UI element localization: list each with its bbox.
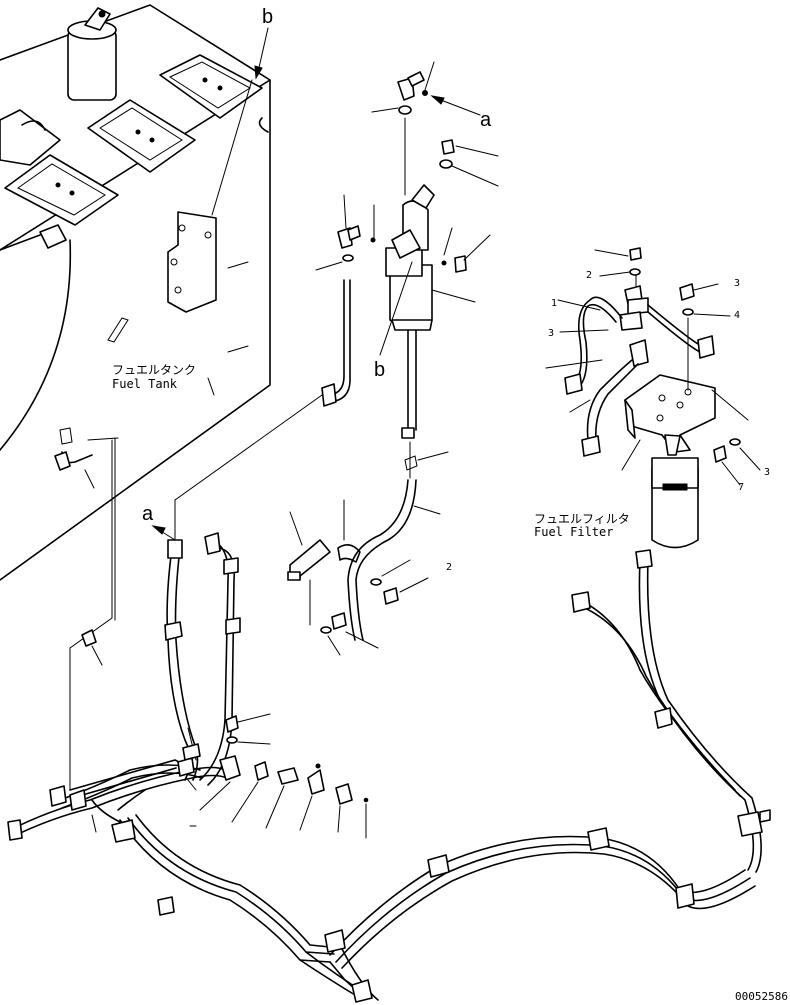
filter-part-number-4: 4 <box>734 310 740 321</box>
main-fuel-lines <box>7 757 756 1003</box>
callout-a-left: a <box>142 503 154 525</box>
inspection-cover-3 <box>4 154 119 226</box>
tank-drain-fitting <box>54 427 119 791</box>
separator-top-fittings <box>315 61 499 303</box>
drawing-number: 00052586 <box>735 990 788 1003</box>
bracket-part-number-2: 2 <box>446 562 452 573</box>
supply-return-hoses <box>164 532 241 786</box>
fuel-filter-label-jp: フュエルフィルタ <box>534 512 630 526</box>
filter-part-number-7: 7 <box>738 482 744 493</box>
fuel-tank <box>0 4 271 581</box>
callout-a-top: a <box>480 109 492 131</box>
fuel-tank-label-jp: フュエルタンク <box>112 363 196 377</box>
callout-b-top: b <box>262 6 273 28</box>
filter-hoses <box>571 549 771 873</box>
fuel-filter-label-en: Fuel Filter <box>534 525 613 539</box>
filter-part-number-3c: 3 <box>764 467 770 478</box>
fuel-filter-assembly <box>545 247 761 549</box>
filter-part-number-2: 2 <box>586 270 592 281</box>
filter-part-number-3: 3 <box>548 328 554 339</box>
fittings-row <box>189 713 369 839</box>
separator-outlet-hose <box>347 441 449 641</box>
filter-part-number-3b: 3 <box>734 278 740 289</box>
filter-part-number-1: 1 <box>551 298 557 309</box>
tank-bracket <box>107 211 249 343</box>
mid-bracket <box>287 499 429 656</box>
fuel-filter-label: フュエルフィルタ Fuel Filter <box>534 512 630 539</box>
fuel-tank-label-en: Fuel Tank <box>112 377 178 391</box>
inspection-cover-1 <box>159 54 263 119</box>
filler-cap <box>67 7 117 101</box>
fuel-tank-label: フュエルタンク Fuel Tank <box>112 345 249 396</box>
inspection-cover-2 <box>87 99 196 173</box>
inspection-cover-4 <box>0 109 61 166</box>
water-separator <box>385 184 435 439</box>
callout-b-mid: b <box>374 359 385 381</box>
separator-to-tank-pipe <box>174 279 351 541</box>
